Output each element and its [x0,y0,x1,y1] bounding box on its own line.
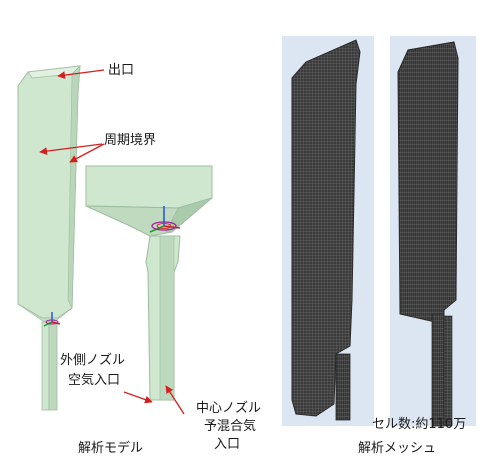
center-nozzle-label-2: 予混合気 [204,418,256,434]
right-nozzle-inner [159,235,175,401]
outlet-label: 出口 [108,63,134,78]
left-nozzle-pipe-b [48,321,58,411]
outer-nozzle-label-1: 外側ノズル [60,352,125,368]
outer-nozzle-arrow [123,391,153,404]
cell-count-label: セル数:約110万 [372,417,466,432]
mesh-left-nozzle [335,353,351,421]
plenum-top-block [85,165,213,209]
right-axis-triad [149,206,181,233]
periodic-arrow-right [69,143,105,163]
right-model [85,165,213,401]
mesh-panel-left [282,36,374,426]
model-caption: 解析モデル [78,440,143,456]
mesh-right-nozzle-outer [431,313,445,427]
periodic-boundary-label: 周期境界 [104,133,156,148]
mesh-caption: 解析メッシュ [358,441,436,456]
mesh-right-domain [397,41,459,325]
left-nozzle-pipe-a [41,321,50,411]
left-column-side-face [67,65,81,309]
periodic-arrow-left [39,143,103,155]
mesh-left-domain [291,39,361,417]
left-axis-triad [43,312,61,327]
mesh-panel-right [390,36,476,427]
outlet-arrow [57,69,105,79]
annotation-arrows [39,69,185,415]
center-nozzle-label-3: 入口 [214,437,240,452]
left-model [17,65,82,411]
outer-nozzle-label-2: 空気入口 [68,372,120,388]
mesh-right-nozzle-inner [443,315,453,427]
center-nozzle-arrow [165,385,185,415]
center-nozzle-label-1: 中心ノズル [196,400,261,416]
